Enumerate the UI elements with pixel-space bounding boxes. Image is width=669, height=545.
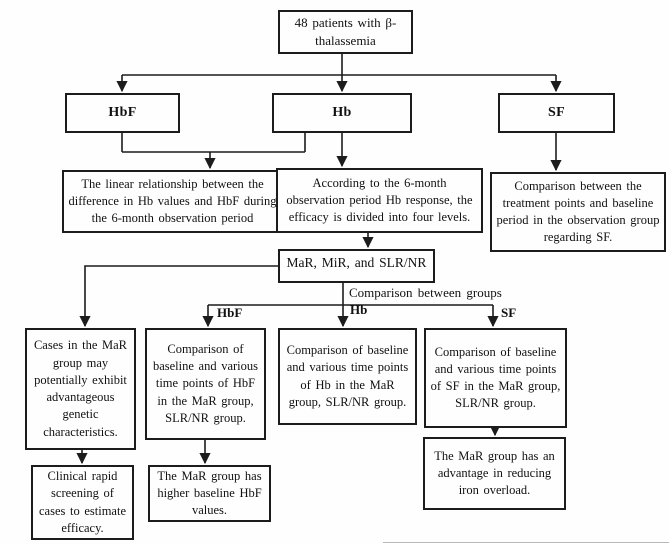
- node-mar-genetic-characteristics: Cases in the MaR group may potentially e…: [25, 328, 136, 450]
- label-branch-hbf: HbF: [217, 305, 243, 320]
- edge-hbf-hb-bracket: [121, 133, 306, 153]
- node-iron-overload-advantage: The MaR group has an advantage in reduci…: [423, 437, 566, 510]
- edge-arrow-to-cases: [79, 265, 278, 328]
- node-higher-baseline-hbf: The MaR group has higher baseline HbF va…: [148, 465, 271, 522]
- label-branch-hb: Hb: [350, 302, 368, 317]
- label-branch-sf: SF: [501, 305, 517, 320]
- node-hbf-group-comparison: Comparison of baseline and various time …: [145, 328, 266, 440]
- node-efficacy-levels: According to the 6-month observation per…: [276, 168, 483, 233]
- node-sf-treatment-baseline-comparison: Comparison between the treatment points …: [490, 172, 666, 252]
- node-hb: Hb: [272, 93, 412, 133]
- node-48-patients: 48 patients with β-thalassemia: [278, 10, 413, 54]
- node-hb-group-comparison: Comparison of baseline and various time …: [278, 328, 417, 425]
- node-sf-group-comparison: Comparison of baseline and various time …: [424, 328, 567, 428]
- node-hbf: HbF: [65, 93, 180, 133]
- label-comparison-between-groups: Comparison between groups: [349, 285, 502, 300]
- node-sf: SF: [498, 93, 615, 133]
- node-linear-relationship: The linear relationship between the diff…: [62, 170, 283, 233]
- node-mar-mir-slr-nr: MaR, MiR, and SLR/NR: [278, 249, 435, 283]
- scan-artifact-line: [383, 542, 669, 543]
- edge-patients-trunk: [122, 54, 556, 76]
- node-clinical-rapid-screening: Clinical rapid screening of cases to est…: [31, 465, 134, 540]
